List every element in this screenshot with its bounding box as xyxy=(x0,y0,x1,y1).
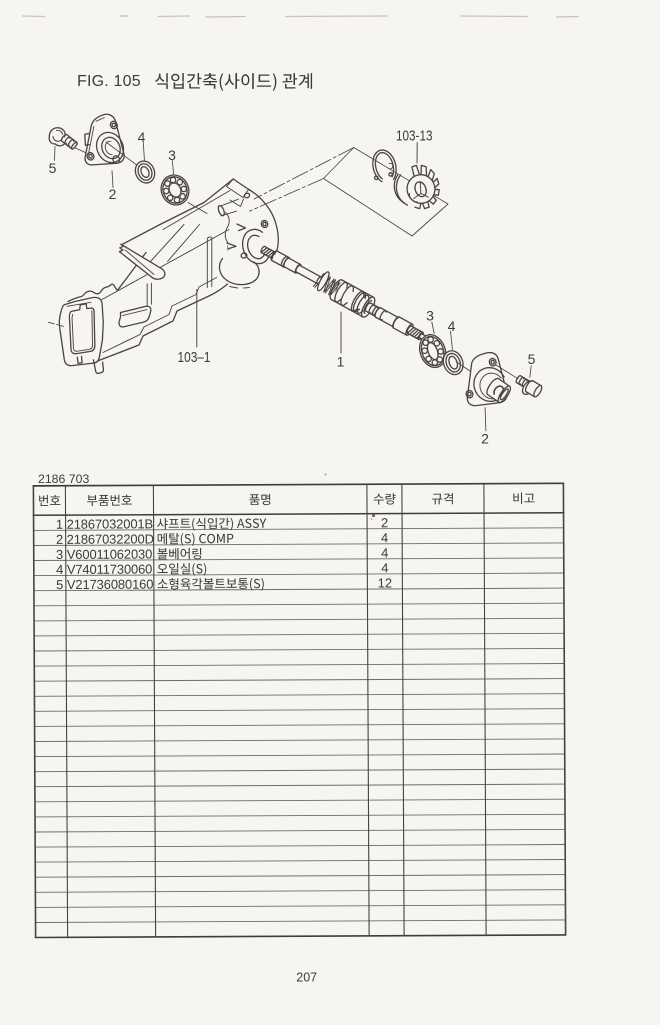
svg-text:V74011730060: V74011730060 xyxy=(67,562,153,577)
svg-text:V21736080160: V21736080160 xyxy=(67,577,153,592)
svg-text:1: 1 xyxy=(56,517,63,532)
svg-text:5: 5 xyxy=(49,160,57,176)
svg-text:V60011062030: V60011062030 xyxy=(67,547,153,562)
svg-text:3: 3 xyxy=(426,308,434,324)
svg-text:5: 5 xyxy=(56,577,63,592)
svg-text:4: 4 xyxy=(381,530,388,545)
svg-text:2: 2 xyxy=(381,515,388,530)
svg-text:1: 1 xyxy=(337,354,345,370)
svg-text:FIG. 105: FIG. 105 xyxy=(77,73,141,90)
svg-text:3: 3 xyxy=(56,547,63,562)
svg-text:207: 207 xyxy=(296,970,317,984)
svg-text:2186 703: 2186 703 xyxy=(38,472,89,486)
svg-text:4: 4 xyxy=(381,560,388,575)
svg-text:5: 5 xyxy=(528,351,536,367)
svg-text:12: 12 xyxy=(378,575,393,590)
svg-text:103-13: 103-13 xyxy=(396,128,433,145)
svg-text:2: 2 xyxy=(56,532,63,547)
svg-text:2: 2 xyxy=(481,431,489,447)
svg-text:3: 3 xyxy=(168,147,176,163)
svg-text:21867032200D: 21867032200D xyxy=(67,531,154,546)
svg-text:103–1: 103–1 xyxy=(178,349,211,366)
svg-text:21867032001B: 21867032001B xyxy=(67,516,153,531)
svg-text:4: 4 xyxy=(56,562,63,577)
svg-text:4: 4 xyxy=(138,129,146,145)
svg-text:2: 2 xyxy=(109,186,117,202)
svg-text:4: 4 xyxy=(448,318,456,334)
svg-text:4: 4 xyxy=(381,545,388,560)
